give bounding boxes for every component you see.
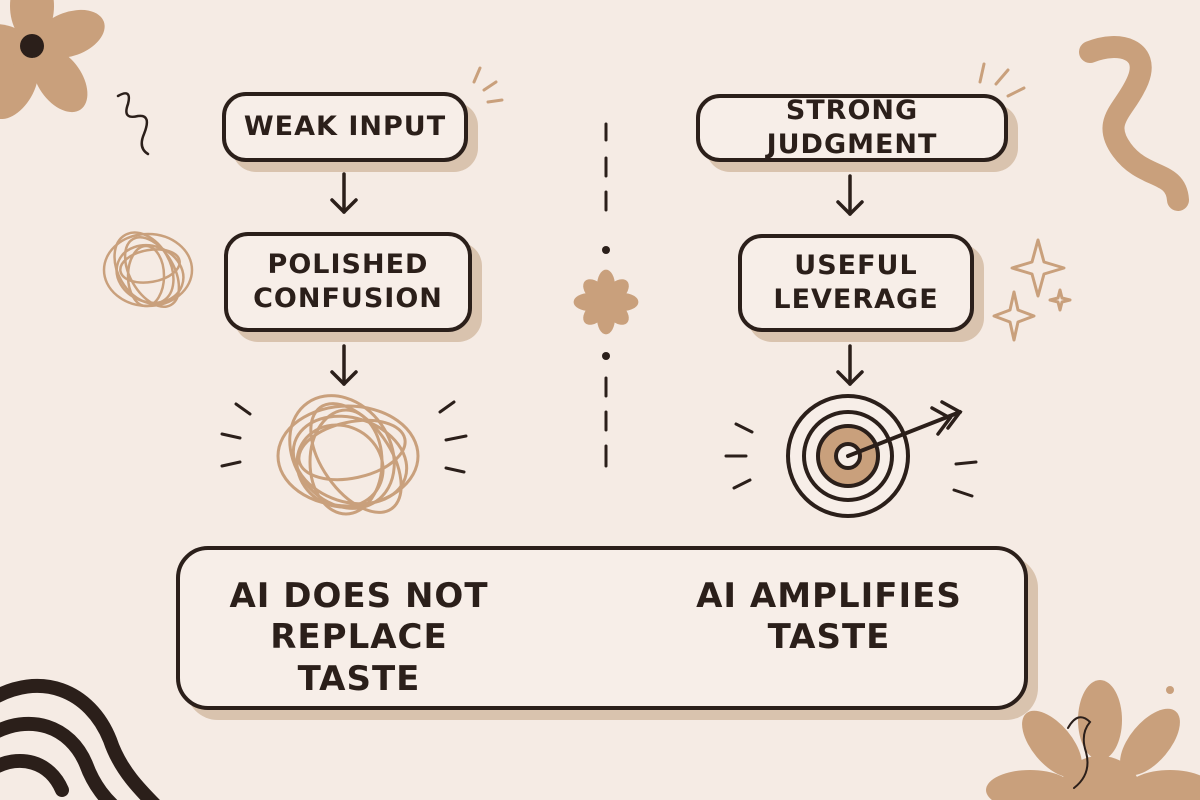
- strong-judgment-label: STRONG JUDGMENT: [766, 95, 938, 160]
- conclusion-left-message: AI DOES NOT REPLACE TASTE: [224, 576, 494, 700]
- arrow-down-icon: [836, 174, 864, 216]
- conclusion-right-message: AI AMPLIFIES TASTE: [694, 576, 964, 659]
- burst-lines-icon: [724, 422, 978, 498]
- sparkle-lines-icon: [472, 62, 1026, 104]
- conclusion-left-line2: REPLACE TASTE: [270, 617, 448, 699]
- flower-icon: [573, 269, 639, 335]
- tangled-scribble-icon: [102, 231, 194, 308]
- corner-flower-icon: [986, 680, 1200, 800]
- sparkle-icon: [992, 238, 1072, 342]
- arrow-down-icon: [330, 172, 358, 214]
- squiggle-icon: [116, 92, 150, 156]
- bullseye-target-icon: [786, 394, 963, 518]
- arrow-down-icon: [330, 344, 358, 386]
- strong-judgment-box: STRONG JUDGMENT: [696, 94, 1008, 162]
- dot-decoration: [1166, 686, 1174, 694]
- conclusion-left-line1: AI DOES NOT: [229, 576, 489, 616]
- burst-lines-icon: [220, 400, 468, 474]
- polished-confusion-box: POLISHED CONFUSION: [224, 232, 472, 332]
- arrow-down-icon: [836, 344, 864, 386]
- polished-confusion-line2: CONFUSION: [253, 283, 443, 314]
- squiggle-icon: [1067, 716, 1092, 789]
- useful-leverage-line2: LEVERAGE: [773, 284, 939, 315]
- corner-flower-icon: [0, 0, 105, 120]
- conclusion-box: [176, 546, 1028, 710]
- weak-input-label: WEAK INPUT: [243, 111, 447, 143]
- wave-squiggle-icon: [1079, 36, 1189, 211]
- conclusion-right-line1: AI AMPLIFIES: [696, 576, 962, 616]
- stripes-decoration: [0, 678, 160, 800]
- useful-leverage-box: USEFUL LEVERAGE: [738, 234, 974, 332]
- polished-confusion-line1: POLISHED: [267, 249, 429, 281]
- weak-input-box: WEAK INPUT: [222, 92, 468, 162]
- conclusion-right-line2: TASTE: [767, 617, 891, 658]
- useful-leverage-line1: USEFUL: [794, 250, 918, 282]
- tangled-scribble-icon: [276, 394, 420, 516]
